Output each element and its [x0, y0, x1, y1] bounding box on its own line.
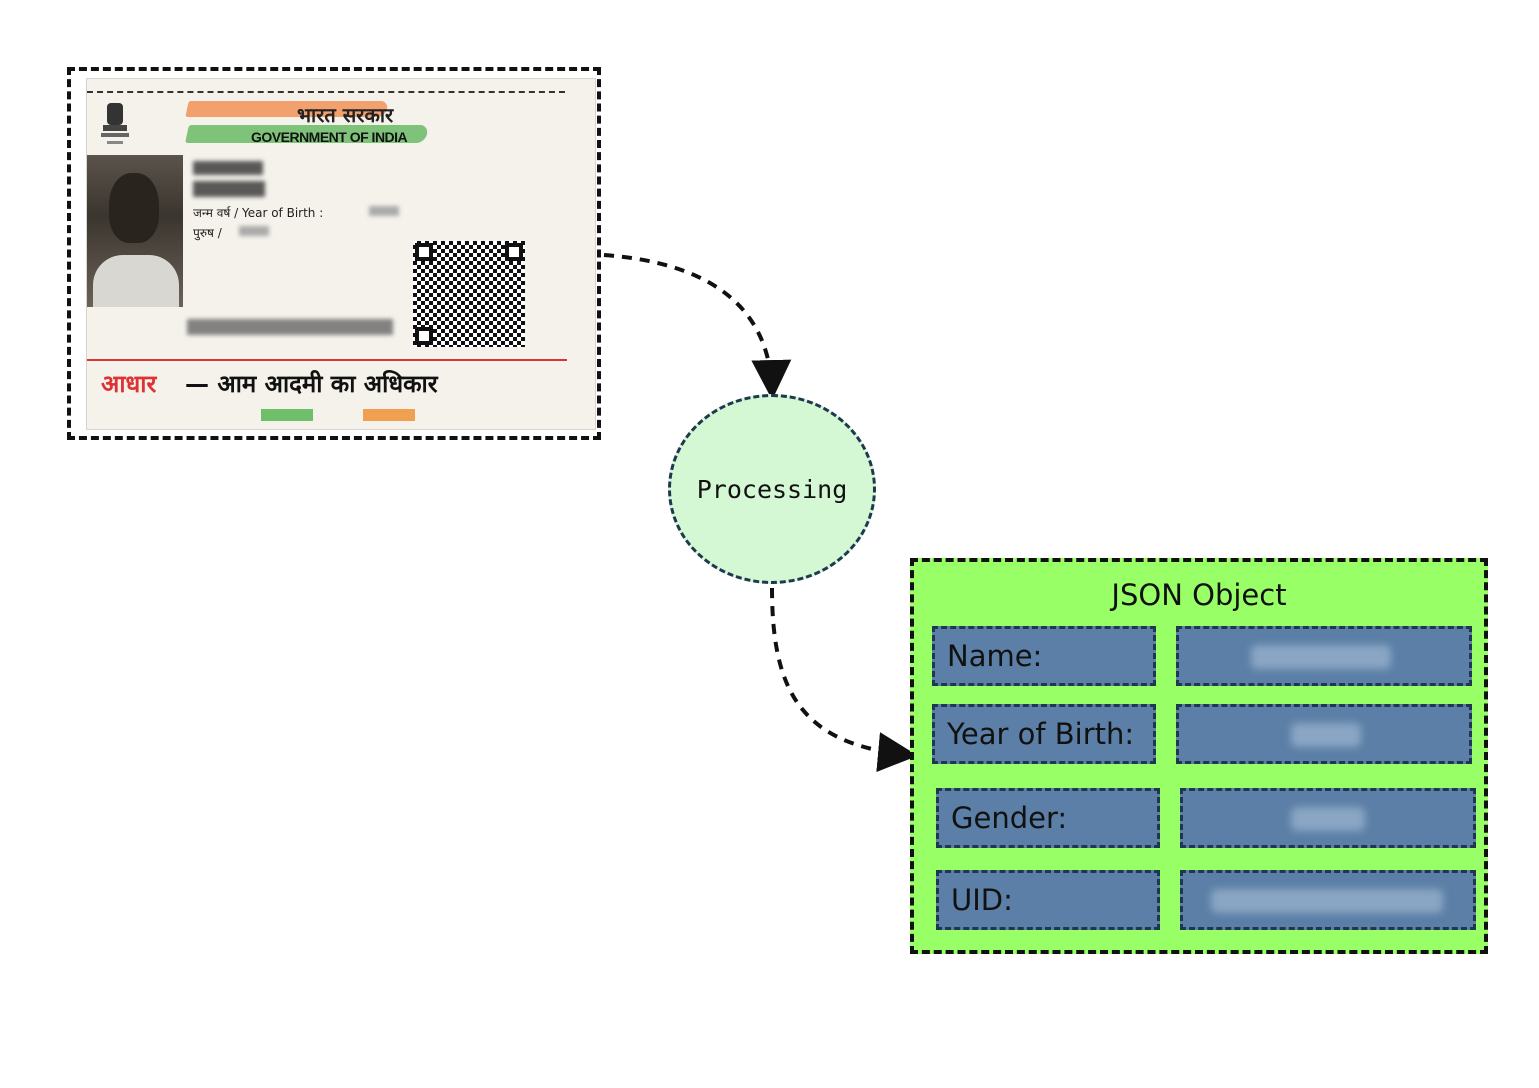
aadhaar-card-image: भारत सरकार GOVERNMENT OF INDIA जन्म वर्ष…: [86, 78, 596, 430]
json-object-box: JSON Object Name: Year of Birth: Gender:…: [910, 558, 1488, 954]
field-gender-label: Gender:: [951, 801, 1068, 835]
card-slogan-text: — आम आदमी का अधिकार: [185, 370, 438, 398]
card-green-band: [261, 409, 313, 421]
card-slogan-aadhaar: आधार: [101, 370, 157, 398]
card-orange-band: [363, 409, 415, 421]
processing-label: Processing: [696, 474, 848, 504]
field-gender-label-box: Gender:: [936, 788, 1160, 848]
cardholder-photo: [87, 155, 183, 307]
card-cut-line: [87, 91, 565, 93]
qr-finder-top-right: [505, 243, 523, 261]
card-english-title: GOVERNMENT OF INDIA: [251, 129, 408, 145]
processing-node: Processing: [668, 394, 876, 584]
field-name-label-box: Name:: [932, 626, 1156, 686]
field-year-label-box: Year of Birth:: [932, 704, 1156, 764]
redacted-uid-number: [187, 319, 393, 335]
qr-finder-bottom-left: [415, 327, 433, 345]
field-gender-value-box: [1180, 788, 1476, 848]
photo-shirt: [93, 255, 179, 307]
national-emblem-icon: [101, 103, 129, 144]
field-year-label: Year of Birth:: [947, 717, 1135, 751]
qr-finder-top-left: [415, 243, 433, 261]
arrow-processing-to-json: [770, 587, 918, 773]
redacted-name-hindi: [193, 161, 263, 175]
qr-code: [413, 241, 525, 347]
redacted-name-english: [193, 181, 265, 197]
card-hindi-title: भारत सरकार: [297, 103, 394, 127]
redacted-birth-year: [369, 206, 399, 216]
field-uid-label-box: UID:: [936, 870, 1160, 930]
field-name-value-box: [1176, 626, 1472, 686]
card-red-line: [87, 359, 567, 361]
field-year-value-box: [1176, 704, 1472, 764]
card-birth-label: जन्म वर्ष / Year of Birth :: [193, 206, 324, 220]
photo-head: [109, 173, 159, 243]
redacted-gender-value: [1291, 807, 1365, 831]
field-name-label: Name:: [947, 639, 1043, 673]
redacted-gender: [239, 226, 269, 236]
input-card-frame: [67, 67, 601, 440]
json-object-title: JSON Object: [1111, 578, 1287, 612]
field-uid-value-box: [1180, 870, 1476, 930]
redacted-year-value: [1291, 723, 1361, 747]
redacted-uid-value: [1211, 889, 1443, 913]
arrow-card-to-processing: [603, 253, 792, 400]
redacted-name-value: [1251, 645, 1391, 669]
field-uid-label: UID:: [951, 883, 1013, 917]
card-gender-label: पुरुष /: [193, 226, 222, 240]
